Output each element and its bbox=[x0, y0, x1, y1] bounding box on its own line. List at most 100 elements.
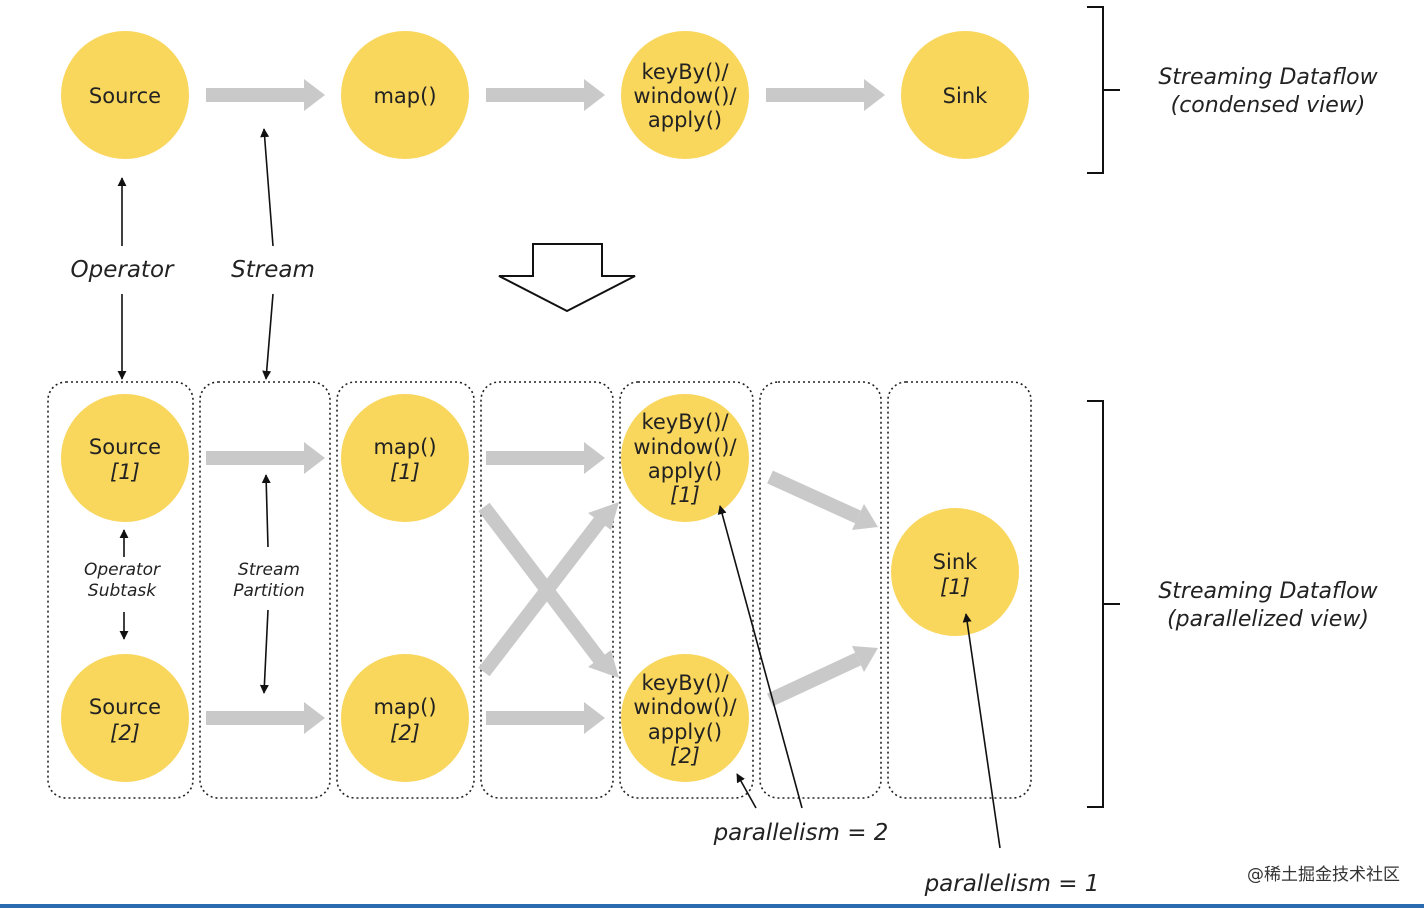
node-map-2-label: map() bbox=[373, 695, 436, 719]
node-source-2: Source [2] bbox=[61, 654, 189, 782]
partition-arrow-keyby2-sink bbox=[767, 646, 878, 707]
node-sink-label: Sink bbox=[943, 84, 988, 108]
condensed-bracket bbox=[1087, 6, 1120, 174]
partition-arrow-keyby1-sink-head bbox=[852, 504, 878, 530]
node-keyby-2-line2: window()/ bbox=[633, 695, 737, 719]
node-map-1: map() [1] bbox=[341, 394, 469, 522]
parallel-view-label-line1: Streaming Dataflow bbox=[1158, 579, 1378, 604]
stream-label: Stream bbox=[231, 257, 315, 283]
partition-arrow-map2-keyby1-shaft bbox=[478, 516, 606, 677]
node-source-1-circle bbox=[61, 394, 189, 522]
node-source-label: Source bbox=[89, 84, 161, 108]
node-source-1: Source [1] bbox=[61, 394, 189, 522]
operator-subtask-label-line1: Operator bbox=[84, 560, 161, 580]
stream-arrow-keyby-sink bbox=[766, 79, 885, 111]
column-box-map bbox=[336, 381, 475, 799]
node-map: map() bbox=[341, 31, 469, 159]
column-box-keyby bbox=[619, 381, 754, 799]
stream-arrow-map-keyby bbox=[486, 79, 605, 111]
column-box-sink bbox=[887, 381, 1032, 799]
condensed-view: Source map() keyBy()/ window()/ apply() … bbox=[61, 6, 1379, 174]
stream-arrow-source-map bbox=[206, 79, 325, 111]
node-source-2-label: Source bbox=[89, 695, 161, 719]
node-keyby-1-line1: keyBy()/ bbox=[641, 410, 729, 434]
node-map-label: map() bbox=[373, 84, 436, 108]
parallelism-2-label: parallelism = 2 bbox=[713, 820, 889, 846]
parallelism-1-label: parallelism = 1 bbox=[924, 871, 1100, 897]
bottom-accent-bar bbox=[0, 904, 1424, 908]
operator-label: Operator bbox=[71, 257, 175, 283]
node-keyby: keyBy()/ window()/ apply() bbox=[621, 31, 749, 159]
condensed-view-label-line1: Streaming Dataflow bbox=[1158, 65, 1378, 90]
parallel-bracket bbox=[1087, 400, 1120, 808]
node-sink-1: Sink [1] bbox=[891, 508, 1019, 636]
condensed-view-label-line2: (condensed view) bbox=[1171, 93, 1366, 118]
partition-arrow-map1-keyby1 bbox=[486, 442, 605, 474]
node-keyby-1-line2: window()/ bbox=[633, 435, 737, 459]
partition-arrow-keyby2-sink-head bbox=[852, 646, 878, 672]
node-map-circle bbox=[341, 31, 469, 159]
watermark: @稀土掘金技术社区 bbox=[1247, 865, 1400, 885]
node-source-1-index: [1] bbox=[110, 460, 140, 484]
node-sink-circle bbox=[901, 31, 1029, 159]
partition-arrow-map1-keyby2 bbox=[478, 502, 619, 678]
stream-pointer-up bbox=[260, 128, 274, 247]
partition-arrow-keyby1-sink-shaft bbox=[767, 470, 861, 524]
node-keyby-1-circle bbox=[621, 394, 749, 522]
node-map-2-index: [2] bbox=[390, 721, 420, 745]
node-sink: Sink bbox=[901, 31, 1029, 159]
column-box-stream-1 bbox=[199, 381, 331, 799]
node-keyby-2-circle bbox=[621, 654, 749, 782]
partition-pointer-down bbox=[259, 609, 269, 694]
node-map-1-circle bbox=[341, 394, 469, 522]
node-sink-1-index: [1] bbox=[940, 575, 970, 599]
partition-arrow-source1-map1 bbox=[206, 442, 325, 474]
node-keyby-1-line3: apply() bbox=[648, 459, 722, 483]
parallel-view: Source [1] Source [2] map() [1] map() [2… bbox=[47, 381, 1379, 897]
node-map-1-index: [1] bbox=[390, 460, 420, 484]
column-box-stream-3 bbox=[759, 381, 882, 799]
node-map-2: map() [2] bbox=[341, 654, 469, 782]
node-keyby-2: keyBy()/ window()/ apply() [2] bbox=[621, 654, 749, 782]
partition-arrow-map1-keyby2-shaft bbox=[478, 502, 606, 665]
node-keyby-2-line3: apply() bbox=[648, 720, 722, 744]
partition-arrow-map2-keyby1 bbox=[478, 502, 619, 677]
partition-arrow-map2-keyby2 bbox=[486, 702, 605, 734]
partition-arrow-keyby1-sink bbox=[767, 470, 878, 530]
node-keyby-1-index: [1] bbox=[670, 483, 700, 507]
partition-arrow-map2-keyby1-head bbox=[588, 502, 619, 530]
middle-annotations: Operator Stream bbox=[71, 128, 636, 380]
node-keyby-1: keyBy()/ window()/ apply() [1] bbox=[621, 394, 749, 522]
node-sink-1-circle bbox=[891, 508, 1019, 636]
node-source-2-circle bbox=[61, 654, 189, 782]
partition-arrow-keyby2-sink-shaft bbox=[767, 652, 861, 707]
partition-pointer-up bbox=[261, 474, 271, 548]
parallelism-1-pointer bbox=[962, 613, 1001, 849]
node-source: Source bbox=[61, 31, 189, 159]
node-source-circle bbox=[61, 31, 189, 159]
node-keyby-2-index: [2] bbox=[670, 744, 700, 768]
partition-arrow-source2-map2 bbox=[206, 702, 325, 734]
stream-partition-label-line2: Partition bbox=[233, 581, 305, 601]
node-map-2-circle bbox=[341, 654, 469, 782]
transform-down-arrow bbox=[498, 243, 636, 313]
column-box-stream-2 bbox=[480, 381, 614, 799]
parallelism-2-pointer-1 bbox=[717, 505, 803, 809]
parallelism-2-pointer-2 bbox=[736, 773, 757, 809]
stream-partition-label-line1: Stream bbox=[238, 560, 300, 580]
node-map-1-label: map() bbox=[373, 435, 436, 459]
node-keyby-circle bbox=[621, 31, 749, 159]
parallel-view-label-line2: (parallelized view) bbox=[1167, 607, 1369, 632]
node-sink-1-label: Sink bbox=[933, 550, 978, 574]
stream-pointer-down bbox=[262, 293, 274, 380]
node-source-1-label: Source bbox=[89, 435, 161, 459]
node-keyby-label-line3: apply() bbox=[648, 108, 722, 132]
node-source-2-index: [2] bbox=[110, 721, 140, 745]
operator-subtask-label-line2: Subtask bbox=[88, 581, 157, 601]
node-keyby-label-line2: window()/ bbox=[633, 84, 737, 108]
node-keyby-label-line1: keyBy()/ bbox=[641, 60, 729, 84]
node-keyby-2-line1: keyBy()/ bbox=[641, 671, 729, 695]
partition-arrow-map1-keyby2-head bbox=[588, 650, 619, 678]
